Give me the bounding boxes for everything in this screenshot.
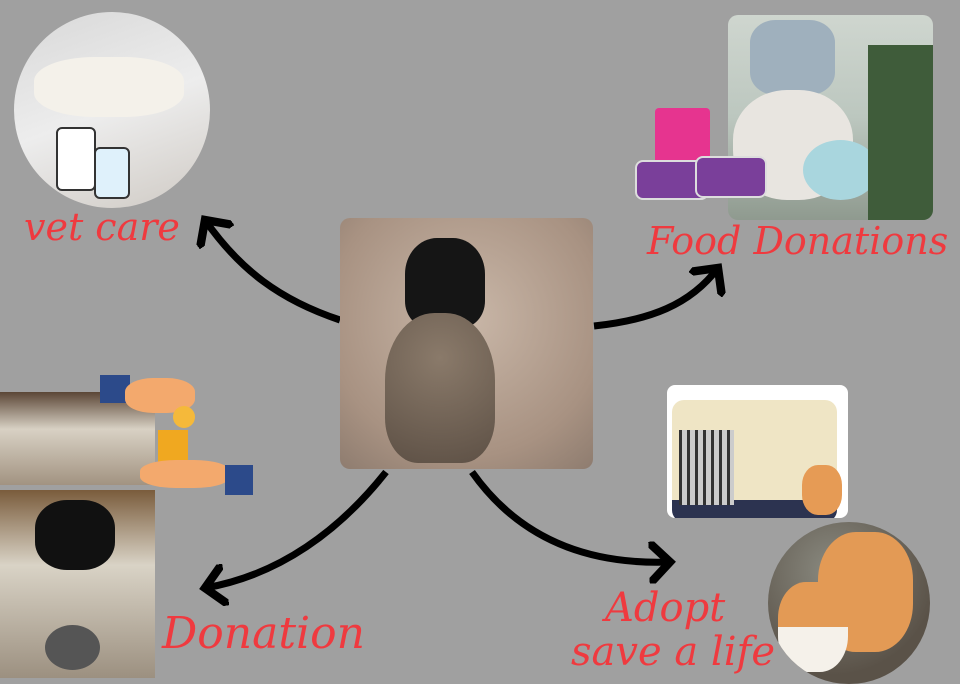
adopt-label: Adopt bbox=[605, 585, 726, 631]
medicine-jar-icon bbox=[94, 147, 130, 199]
water-bowl bbox=[803, 140, 878, 200]
coin-hand-icon bbox=[100, 370, 255, 495]
kitten bbox=[802, 465, 842, 515]
pet-carrier-photo bbox=[667, 385, 848, 518]
vet-care-label: vet care bbox=[24, 205, 180, 249]
arrow-to-food-donations bbox=[593, 268, 718, 330]
vet-care-photo bbox=[14, 12, 210, 208]
cat-food-cans-icon bbox=[635, 108, 767, 200]
cat-illustration bbox=[35, 500, 115, 570]
save-a-life-label: save a life bbox=[571, 629, 775, 675]
adopt-kittens-photo bbox=[768, 522, 930, 684]
arrow-to-adopt bbox=[469, 469, 670, 562]
donation-box-photo-bottom bbox=[0, 490, 155, 678]
orange-white-kitten bbox=[778, 582, 848, 672]
center-cats-photo bbox=[340, 218, 593, 469]
donation-label: Donation bbox=[162, 608, 365, 659]
medicine-bottle-icon bbox=[56, 127, 96, 191]
donation-box-photo-top bbox=[0, 392, 155, 485]
water-bottle bbox=[750, 20, 835, 95]
arrow-to-vet-care bbox=[205, 220, 342, 324]
tabby-cat bbox=[385, 313, 495, 463]
food-donations-label: Food Donations bbox=[647, 219, 949, 263]
arrow-to-donation bbox=[205, 469, 389, 588]
sick-kitten bbox=[34, 57, 184, 117]
plants bbox=[868, 45, 933, 220]
